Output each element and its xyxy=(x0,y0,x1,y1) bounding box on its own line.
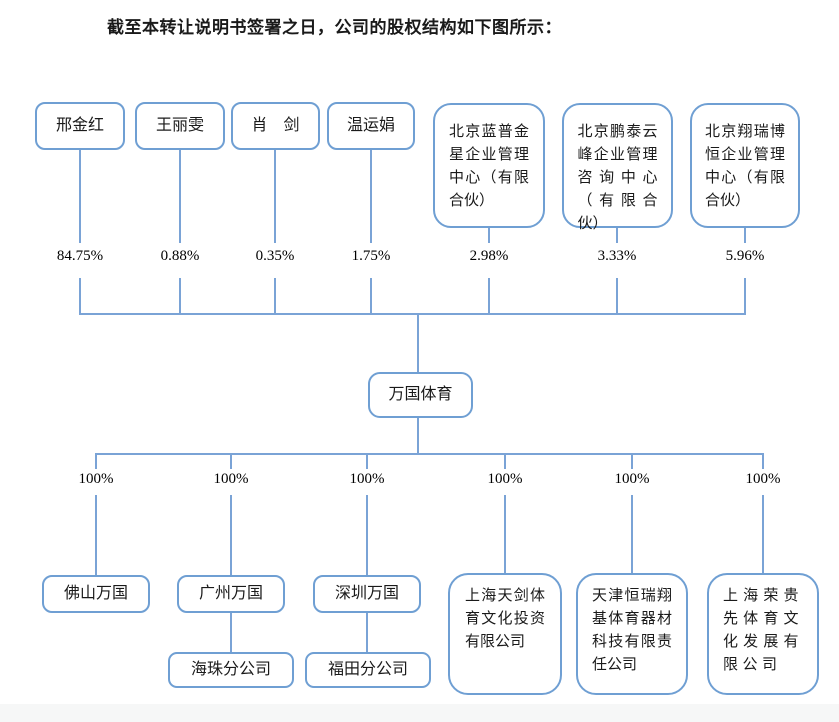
branch-name-haizhu: 海珠分公司 xyxy=(190,661,271,678)
branch-name-futian: 福田分公司 xyxy=(327,661,408,678)
shareholder-box-4: 温运娟 xyxy=(327,102,415,150)
diagram-title: 截至本转让说明书签署之日，公司的股权结构如下图所示： xyxy=(107,18,562,37)
subsidiary-box-1: 佛山万国 xyxy=(42,575,150,613)
connector-line xyxy=(366,453,368,469)
connector-bus-bottom xyxy=(95,453,764,455)
subsidiary-percentage-1: 100% xyxy=(78,471,114,487)
connector-line xyxy=(762,495,764,573)
page-bottom-strip xyxy=(0,704,839,722)
subsidiary-percentage-2: 100% xyxy=(213,471,249,487)
connector-line xyxy=(488,278,490,313)
connector-line xyxy=(366,613,368,652)
connector-line xyxy=(230,613,232,652)
connector-line xyxy=(744,228,746,243)
ownership-percentage-3: 0.35% xyxy=(255,248,295,264)
connector-line xyxy=(631,453,633,469)
connector-line xyxy=(488,228,490,243)
subsidiary-percentage-5: 100% xyxy=(614,471,650,487)
subsidiary-name-3: 深圳万国 xyxy=(334,585,399,602)
connector-line xyxy=(366,495,368,575)
ownership-percentage-2: 0.88% xyxy=(160,248,200,264)
subsidiary-percentage-6: 100% xyxy=(745,471,781,487)
connector-line xyxy=(230,453,232,469)
connector-line xyxy=(631,495,633,573)
connector-line xyxy=(370,278,372,313)
shareholder-name-5: 北京蓝普金星企业管理中心（有限合伙） xyxy=(449,124,529,209)
branch-box-futian: 福田分公司 xyxy=(305,652,431,688)
ownership-percentage-6: 3.33% xyxy=(597,248,637,264)
branch-box-haizhu: 海珠分公司 xyxy=(168,652,294,688)
ownership-percentage-7: 5.96% xyxy=(725,248,765,264)
connector-line xyxy=(370,150,372,243)
shareholder-box-5: 北京蓝普金星企业管理中心（有限合伙） xyxy=(433,103,545,228)
shareholder-box-6: 北京鹏泰云峰企业管理咨询中心（有限合伙） xyxy=(562,103,673,232)
connector-line xyxy=(79,278,81,313)
subsidiary-name-4: 上海天剑体育文化投资有限公司 xyxy=(465,588,545,650)
subsidiary-box-2: 广州万国 xyxy=(177,575,285,613)
connector-line xyxy=(79,150,81,243)
subsidiary-box-6: 上海荣贵先体育文化发展有限公司 xyxy=(707,573,819,695)
shareholder-name-7: 北京翔瑞博恒企业管理中心（有限合伙） xyxy=(705,124,785,209)
connector-line xyxy=(417,313,419,372)
shareholder-name-1: 邢金红 xyxy=(55,117,104,134)
subsidiary-name-5: 天津恒瑞翔基体育器材科技有限责任公司 xyxy=(592,588,672,673)
connector-line xyxy=(744,278,746,313)
subsidiary-box-5: 天津恒瑞翔基体育器材科技有限责任公司 xyxy=(576,573,688,695)
subsidiary-box-3: 深圳万国 xyxy=(313,575,421,613)
shareholder-box-2: 王丽雯 xyxy=(135,102,225,150)
connector-line xyxy=(179,278,181,313)
connector-line xyxy=(504,453,506,469)
subsidiary-percentage-4: 100% xyxy=(487,471,523,487)
subsidiary-name-2: 广州万国 xyxy=(198,585,263,602)
company-name: 万国体育 xyxy=(388,386,453,403)
connector-line xyxy=(616,228,618,243)
connector-line xyxy=(274,150,276,243)
connector-line xyxy=(230,495,232,575)
connector-line xyxy=(504,495,506,573)
ownership-percentage-1: 84.75% xyxy=(56,248,104,264)
shareholder-name-6: 北京鹏泰云峰企业管理咨询中心（有限合伙） xyxy=(577,124,658,232)
connector-line xyxy=(274,278,276,313)
connector-line xyxy=(95,495,97,575)
connector-line xyxy=(417,418,419,453)
shareholder-box-1: 邢金红 xyxy=(35,102,125,150)
connector-bus-top xyxy=(79,313,746,315)
connector-line xyxy=(762,453,764,469)
connector-line xyxy=(179,150,181,243)
connector-line xyxy=(95,453,97,469)
subsidiary-box-4: 上海天剑体育文化投资有限公司 xyxy=(448,573,562,695)
shareholder-name-4: 温运娟 xyxy=(346,117,395,134)
company-box-wanguo-sports: 万国体育 xyxy=(368,372,473,418)
connector-line xyxy=(616,278,618,313)
shareholder-box-7: 北京翔瑞博恒企业管理中心（有限合伙） xyxy=(690,103,800,228)
shareholder-box-3: 肖 剑 xyxy=(231,102,320,150)
ownership-percentage-5: 2.98% xyxy=(469,248,509,264)
shareholder-name-2: 王丽雯 xyxy=(155,117,204,134)
ownership-percentage-4: 1.75% xyxy=(351,248,391,264)
subsidiary-name-6: 上海荣贵先体育文化发展有限公司 xyxy=(723,588,803,673)
shareholder-name-3: 肖 剑 xyxy=(251,117,300,134)
subsidiary-name-1: 佛山万国 xyxy=(63,585,128,602)
subsidiary-percentage-3: 100% xyxy=(349,471,385,487)
